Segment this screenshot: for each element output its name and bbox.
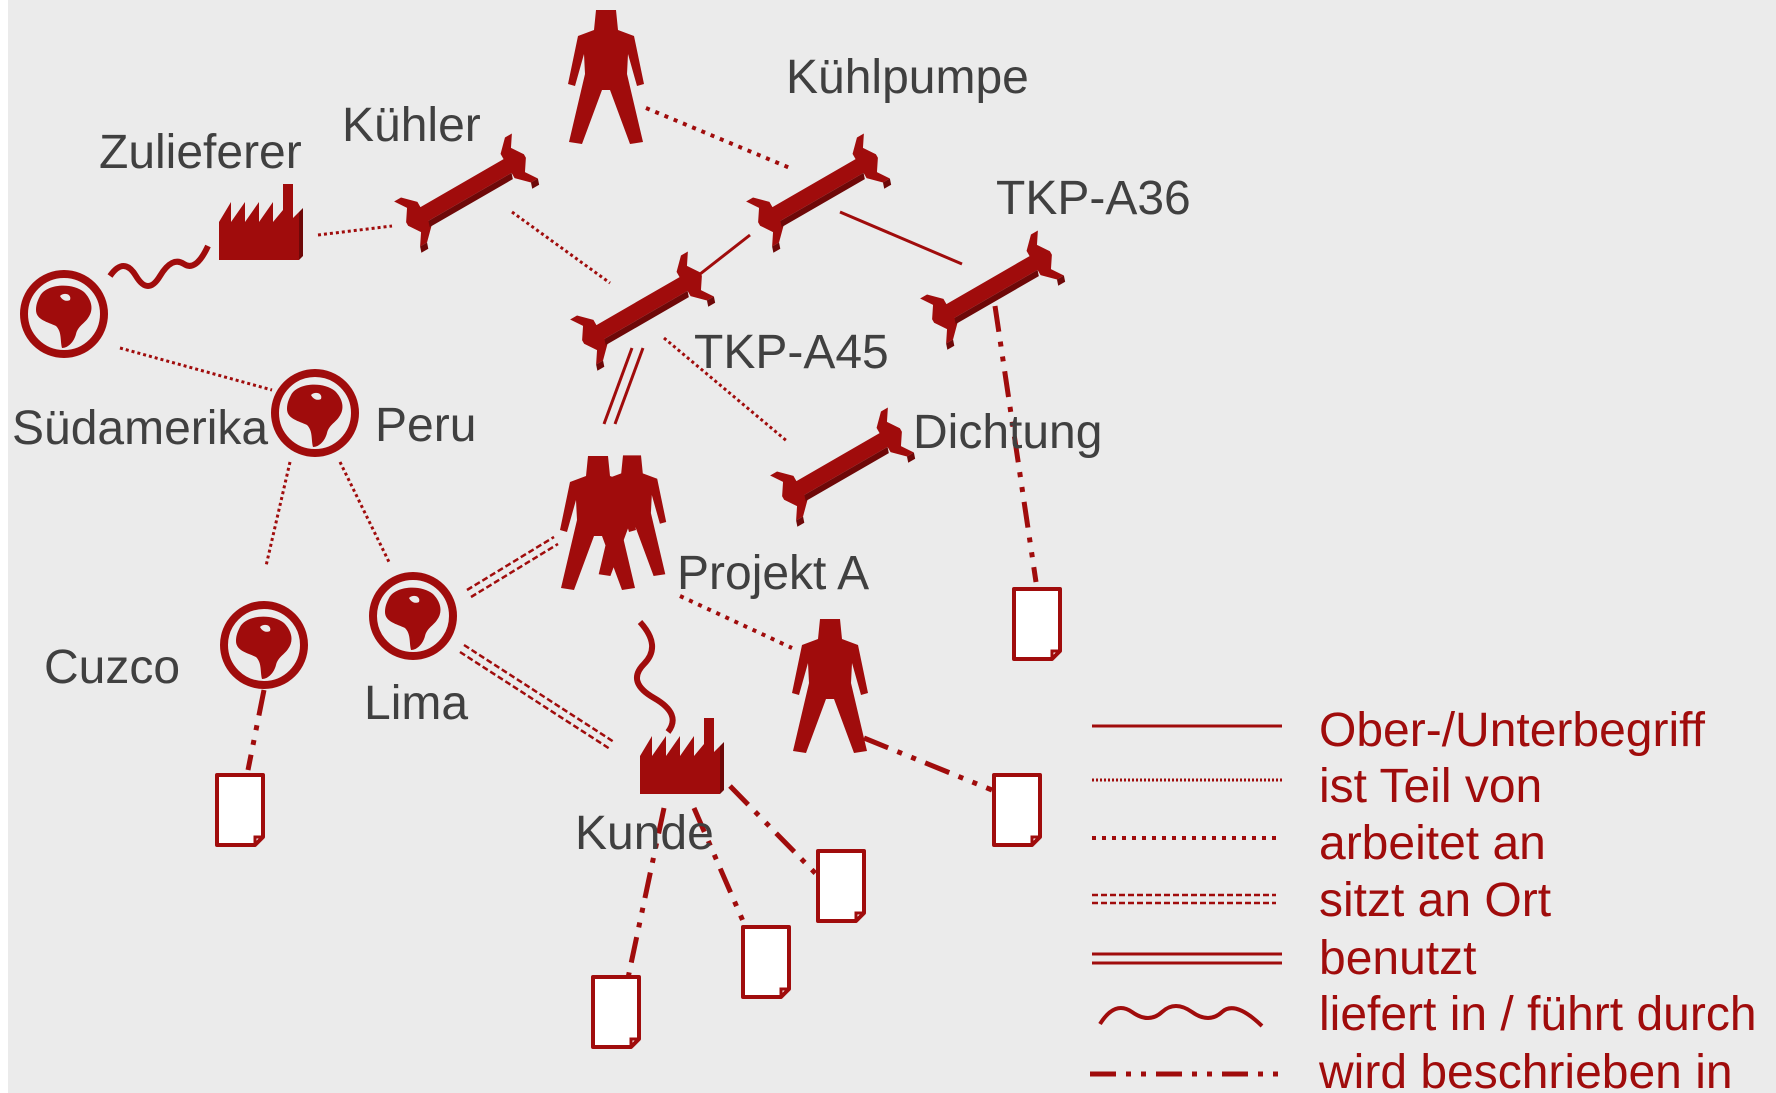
legend-label-dotted: arbeitet an [1319, 817, 1546, 870]
connector-tkpa36-doc [992, 305, 1039, 583]
document-icon [1012, 587, 1062, 661]
connector-kuehler-tkpa45 [511, 210, 611, 285]
label-dichtung: Dichtung [913, 406, 1103, 459]
legend-samples [1090, 724, 1282, 1077]
connector-tkpa45-dichtung [663, 336, 789, 444]
document-icon [816, 849, 866, 923]
document-icon [741, 925, 791, 999]
document-icon [215, 773, 265, 847]
legend-label-dash-dot: wird beschrieben in [1319, 1046, 1733, 1093]
globe-icon [24, 274, 104, 354]
label-tkp-a45: TKP-A45 [694, 326, 889, 379]
label-cuzco: Cuzco [44, 641, 181, 694]
connector-kunde-doc1 [625, 807, 667, 979]
label-projekt-a: Projekt A [677, 547, 870, 600]
connector-tkpa45-projekta-b [613, 347, 645, 425]
legend-label-dense-dotted: ist Teil von [1319, 760, 1543, 813]
connector-zulieferer-suedamerika-wave [107, 244, 211, 289]
wrench-icon [768, 407, 917, 527]
wrench-icon [744, 133, 893, 253]
label-zulieferer: Zulieferer [99, 126, 302, 179]
legend-sample-wave [1098, 1004, 1264, 1028]
factory-icon [640, 718, 724, 794]
connector-kuehlpumpe-tkpa36 [839, 210, 963, 266]
connector-peru-cuzco [264, 461, 292, 567]
person-icon [792, 619, 868, 753]
diagram-background [8, 0, 1776, 1093]
factory-icon [219, 184, 303, 260]
wrench-icon [918, 230, 1067, 350]
connector-lima-projekta-a [466, 535, 555, 592]
document-icon [992, 773, 1042, 847]
globe-icon [373, 576, 453, 656]
connector-kuehler-zulieferer [317, 224, 393, 237]
connector-projekta-kunde-wave [633, 619, 676, 734]
connector-kunde-doc3 [728, 784, 820, 878]
connector-lima-kunde-a [463, 643, 615, 744]
label-lima: Lima [364, 677, 469, 730]
legend-label-wave: liefert in / führt durch [1319, 988, 1757, 1041]
document-icon [591, 975, 641, 1049]
connector-lima-projekta-b [470, 542, 559, 599]
label-kuehlpumpe: Kühlpumpe [786, 51, 1029, 104]
label-peru: Peru [375, 399, 477, 452]
label-kunde: Kunde [575, 807, 714, 860]
legend-label-double-dashed: sitzt an Ort [1319, 874, 1552, 927]
label-tkp-a36: TKP-A36 [996, 172, 1191, 225]
connectors [107, 106, 1039, 979]
connector-projekta-person [679, 594, 793, 650]
connector-cuzco-doc [245, 689, 267, 771]
connector-kunde-doc2 [691, 807, 749, 929]
label-suedamerika: Südamerika [12, 402, 269, 455]
globe-icon [275, 373, 355, 453]
globe-icon [224, 605, 304, 685]
connector-tkpa45-projekta-a [602, 347, 634, 425]
connector-person-kuehlpumpe [645, 106, 791, 170]
group-icon [560, 455, 667, 590]
connector-peru-lima [338, 461, 392, 565]
person-icon [568, 10, 644, 144]
label-kuehler: Kühler [342, 99, 481, 152]
connector-kuehlpumpe-tkpa45 [694, 233, 751, 280]
connector-person2-doc [863, 735, 993, 793]
legend-label-double: benutzt [1319, 932, 1477, 985]
connector-lima-kunde-b [459, 650, 611, 751]
connector-suedamerika-peru [119, 346, 273, 392]
legend-label-solid: Ober-/Unterbegriff [1319, 704, 1705, 757]
